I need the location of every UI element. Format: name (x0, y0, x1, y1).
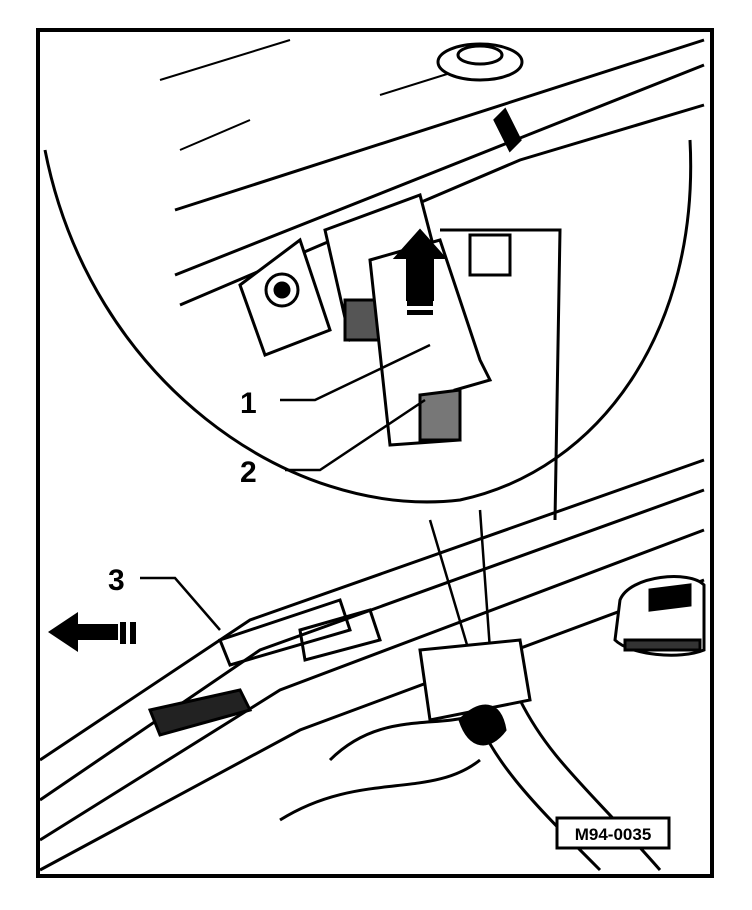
callout-label-3: 3 (108, 564, 125, 597)
detail-circle (43, 139, 693, 504)
callout-label-1: 1 (240, 387, 257, 420)
leader-lines (140, 343, 492, 656)
grommet (436, 42, 524, 153)
lower-panel (39, 458, 705, 872)
reference-code-box: M94-0035 (555, 816, 671, 850)
leader-line-detail (428, 509, 492, 656)
reference-code: M94-0035 (575, 825, 652, 844)
latch-bracket (238, 237, 332, 357)
figure-frame (36, 28, 714, 878)
up-arrow-icon (392, 228, 448, 315)
left-arrow-icon (48, 612, 136, 652)
reservoir-cap (613, 575, 706, 657)
leader-line-1 (280, 343, 431, 402)
callout-label-2: 2 (240, 456, 257, 489)
plug (368, 238, 493, 447)
leader-line-3 (140, 576, 221, 631)
leader-line-2 (285, 398, 426, 472)
